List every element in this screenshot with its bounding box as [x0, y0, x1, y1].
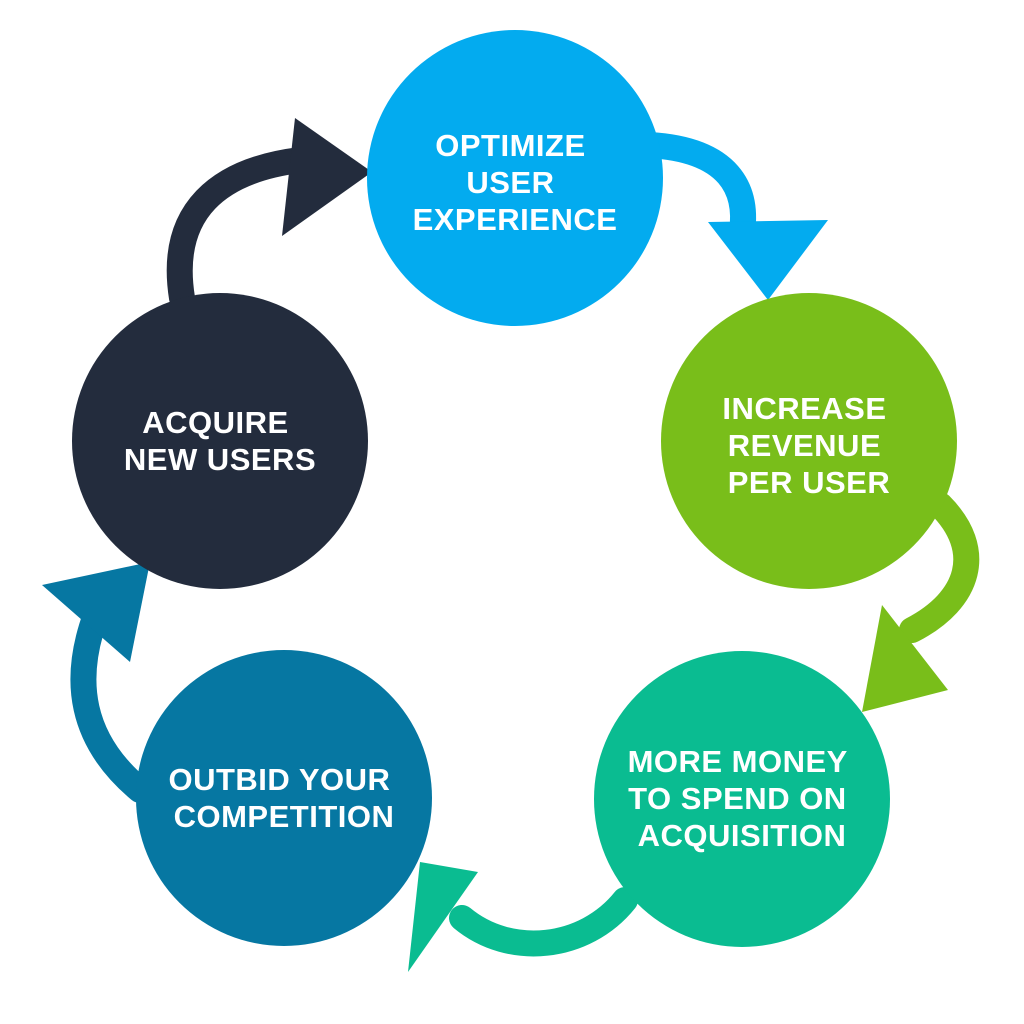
node-label-line: TO SPEND ON — [628, 781, 847, 816]
node-label-line: ACQUISITION — [638, 818, 847, 853]
arrow-shaft — [166, 147, 313, 311]
node-label-line: MORE MONEY — [628, 744, 848, 779]
node-acquire-new-users: ACQUIRE NEW USERS — [72, 293, 368, 589]
arrow-acquire-to-optimize — [166, 118, 372, 311]
node-label-line: INCREASE — [722, 391, 886, 426]
svg-text:MORE MONEY TO SPEND: MORE MONEY TO SPEND ON ACQUISITION — [628, 744, 857, 853]
arrow-increase-to-money — [862, 492, 980, 712]
node-label-line: NEW USERS — [124, 442, 316, 477]
arrow-head — [408, 862, 478, 972]
arrow-head — [708, 220, 828, 300]
arrow-money-to-outbid — [408, 862, 638, 972]
arrow-shaft — [899, 492, 980, 643]
svg-text:ACQUIRE NEW USERS: ACQUIRE NEW USERS — [124, 405, 316, 477]
node-label-line: OUTBID YOUR — [168, 762, 390, 797]
node-label-line: OPTIMIZE — [435, 128, 585, 163]
node-label-line: EXPERIENCE — [413, 202, 618, 237]
arrow-head — [862, 605, 948, 712]
node-label-line: COMPETITION — [174, 799, 395, 834]
arrow-shaft — [70, 602, 153, 803]
node-label-line: REVENUE — [728, 428, 881, 463]
arrow-head — [282, 118, 372, 236]
cycle-arrows — [42, 118, 980, 972]
node-more-money-to-spend: MORE MONEY TO SPEND ON ACQUISITION — [594, 651, 890, 947]
arrow-outbid-to-acquire — [42, 562, 153, 803]
arrow-shaft — [637, 132, 756, 245]
svg-text:OPTIMIZE USER: OPTIMIZE USER EXPERIENCE — [413, 128, 618, 237]
arrow-head — [42, 562, 150, 662]
node-outbid-your-competition: OUTBID YOUR COMPETITION — [136, 650, 432, 946]
svg-text:OUTBID YOUR COMPETIT: OUTBID YOUR COMPETITION — [168, 762, 399, 834]
arrow-shaft — [449, 887, 638, 957]
cycle-nodes: OPTIMIZE USER EXPERIENCE INCREASE REVENU… — [72, 30, 957, 947]
node-increase-revenue-per-user: INCREASE REVENUE PER USER — [661, 293, 957, 589]
arrow-optimize-to-increase — [637, 132, 828, 300]
node-optimize-user-experience: OPTIMIZE USER EXPERIENCE — [367, 30, 663, 326]
node-label-line: ACQUIRE — [142, 405, 288, 440]
node-label-line: USER — [466, 165, 554, 200]
node-label-line: PER USER — [728, 465, 890, 500]
svg-text:INCREASE REVENUE: INCREASE REVENUE PER USER — [722, 391, 895, 500]
